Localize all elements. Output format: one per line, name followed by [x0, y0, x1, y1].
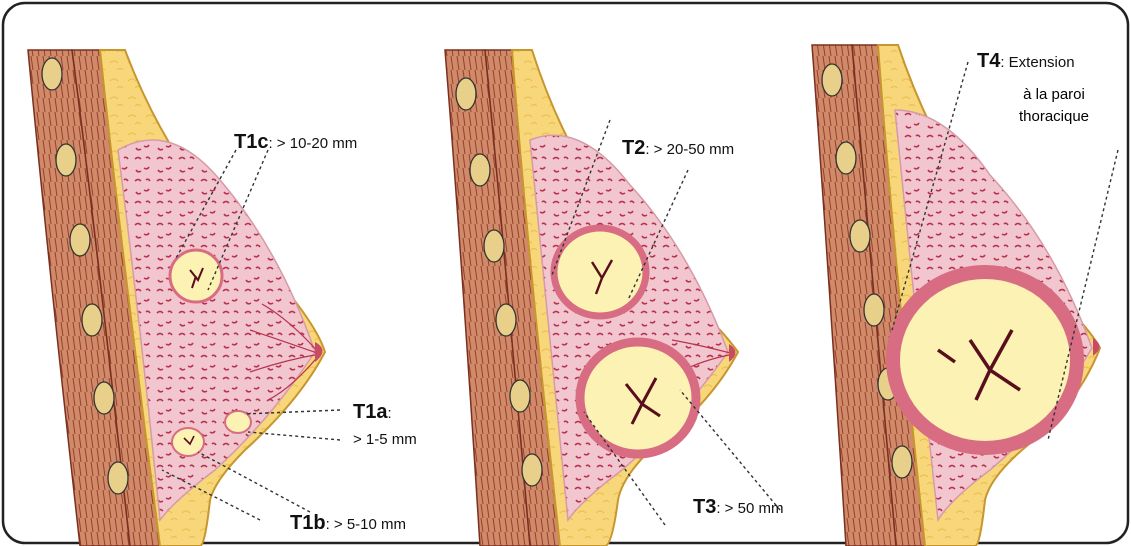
- label-t2-desc: : > 20-50 mm: [645, 141, 734, 158]
- tumor-t4: [893, 272, 1077, 448]
- label-t4-code: T4: [977, 50, 1000, 72]
- label-t1a: T1a:: [353, 401, 392, 424]
- label-t2: T2: > 20-50 mm: [622, 137, 734, 160]
- label-t1a-code: T1a: [353, 401, 387, 423]
- panel-t2-t3: [445, 50, 780, 546]
- label-t3-desc: : > 50 mm: [716, 500, 783, 517]
- label-t1c-desc: : > 10-20 mm: [268, 135, 357, 152]
- label-t1b-desc: : > 5-10 mm: [326, 516, 406, 533]
- tumor-t3: [580, 342, 696, 454]
- tumor-t1b: [172, 428, 204, 456]
- label-t4: T4: Extension: [977, 50, 1075, 73]
- label-t3: T3: > 50 mm: [693, 496, 783, 519]
- label-t1b: T1b: > 5-10 mm: [290, 512, 406, 535]
- label-t1a-desc: :: [387, 405, 391, 422]
- label-t4-desc-line1: : Extension: [1000, 54, 1074, 71]
- label-t1a-size: > 1-5 mm: [353, 431, 417, 448]
- label-t1c: T1c: > 10-20 mm: [234, 131, 357, 154]
- label-t3-code: T3: [693, 496, 716, 518]
- label-t1c-code: T1c: [234, 131, 268, 153]
- tumor-t2: [554, 228, 646, 316]
- label-t2-code: T2: [622, 137, 645, 159]
- label-t4-desc-line3: thoracique: [988, 106, 1120, 128]
- label-t1b-code: T1b: [290, 512, 326, 534]
- tumor-t1c: [170, 250, 222, 302]
- panel-t1: [28, 50, 340, 546]
- label-t4-desc-rest: à la paroi thoracique: [988, 84, 1120, 128]
- label-t4-desc-line2: à la paroi: [988, 84, 1120, 106]
